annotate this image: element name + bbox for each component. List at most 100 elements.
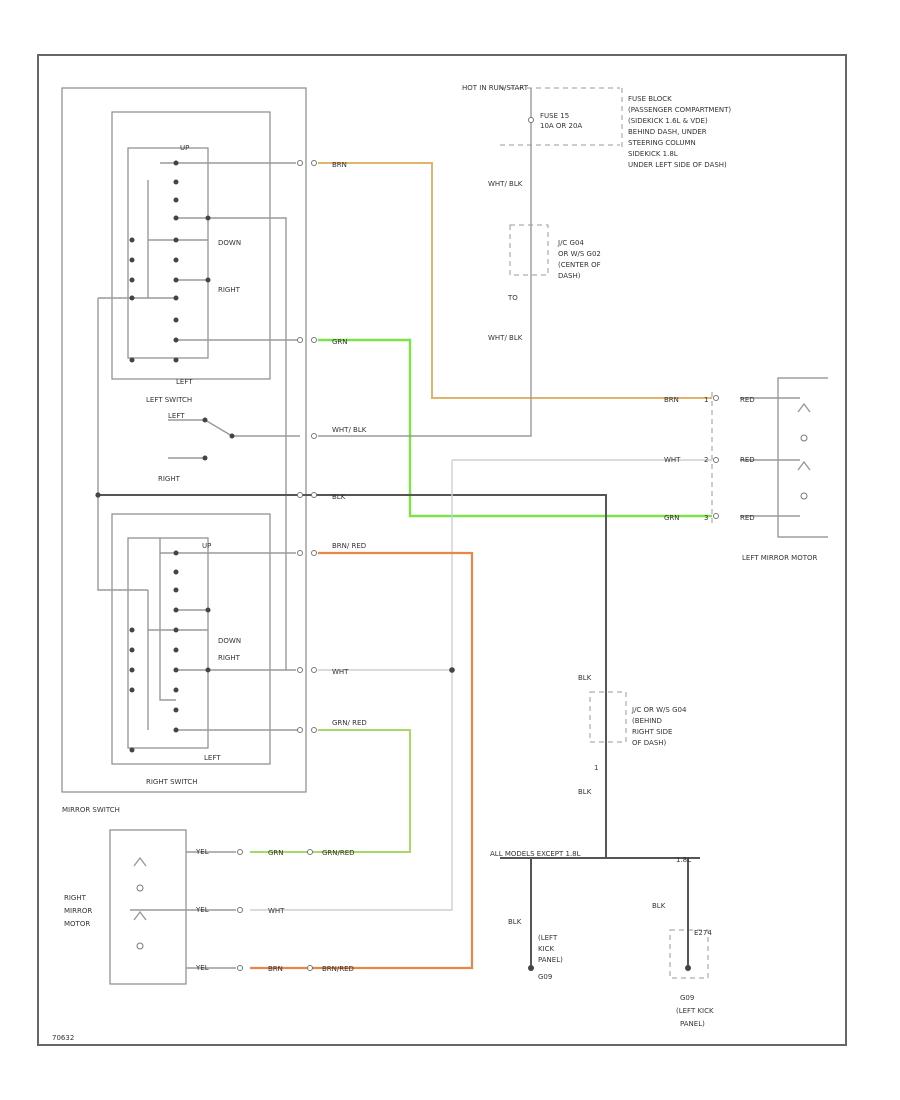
label-right-sel: RIGHT bbox=[158, 475, 181, 483]
label-red-2: RED bbox=[740, 456, 755, 464]
label-yel-1: YEL bbox=[195, 848, 209, 856]
right-switch-contacts bbox=[129, 538, 300, 753]
right-mirror-motor-box bbox=[109, 829, 187, 985]
label-footer: 70632 bbox=[52, 1034, 74, 1042]
mirror-switch-box bbox=[61, 87, 307, 793]
label-jc-mid-4: OF DASH) bbox=[632, 739, 667, 747]
splice-wht bbox=[449, 667, 455, 673]
label-e274: E274 bbox=[694, 929, 712, 937]
label-jc-top-2: OR W/S G02 bbox=[558, 250, 601, 258]
label-fuse-rating: 10A OR 20A bbox=[540, 122, 582, 130]
label-num-3: 3 bbox=[704, 514, 708, 522]
label-fuse-block-2: (PASSENGER COMPARTMENT) bbox=[628, 106, 731, 114]
label-wht-blk-switch: WHT/ BLK bbox=[332, 426, 367, 434]
label-ground-left-3: PANEL) bbox=[538, 956, 563, 964]
wire-wht bbox=[250, 459, 712, 911]
label-jc-mid-1: J/C OR W/S G04 bbox=[631, 706, 687, 714]
label-ground-left-1: (LEFT bbox=[538, 934, 558, 942]
label-jc-top-3: (CENTER OF bbox=[558, 261, 601, 269]
label-blk-left-ground: BLK bbox=[508, 918, 522, 926]
right-mirror-leads bbox=[130, 851, 236, 969]
label-up-1: UP bbox=[180, 144, 189, 152]
wire-wht-blk bbox=[318, 88, 532, 437]
label-right-mirror-motor-3: MOTOR bbox=[64, 920, 90, 928]
left-switch-box bbox=[111, 111, 271, 380]
label-right-mirror-motor-2: MIRROR bbox=[64, 907, 92, 915]
label-grn-red-wire: GRN/ RED bbox=[332, 719, 367, 727]
label-left-1: LEFT bbox=[176, 378, 193, 386]
label-brn-wire: BRN bbox=[332, 161, 347, 169]
label-grn-red-rm: GRN/RED bbox=[322, 849, 355, 857]
label-ground-right-1: G09 bbox=[680, 994, 694, 1002]
terminals bbox=[237, 117, 719, 971]
label-down-2: DOWN bbox=[218, 637, 241, 645]
label-num-1: 1 bbox=[704, 396, 708, 404]
jc-mid-connector bbox=[589, 691, 627, 743]
label-jc-top-1: J/C G04 bbox=[557, 239, 584, 247]
label-fuse-block-6: SIDEKICK 1.8L bbox=[628, 150, 678, 158]
label-wht-blk-lower: WHT/ BLK bbox=[488, 334, 523, 342]
label-jc-mid-3: RIGHT SIDE bbox=[632, 728, 672, 736]
label-ground-right-3: PANEL) bbox=[680, 1020, 705, 1028]
label-jc-top-4: DASH) bbox=[558, 272, 581, 280]
label-red-1: RED bbox=[740, 396, 755, 404]
splice-blk bbox=[95, 492, 101, 498]
label-blk-right-ground: BLK bbox=[652, 902, 666, 910]
right-mirror-motor-symbols bbox=[133, 856, 147, 950]
wire-brn bbox=[318, 162, 712, 399]
label-brn-red-rm: BRN/RED bbox=[322, 965, 354, 973]
left-mirror-motor-box bbox=[777, 377, 828, 538]
label-ground-left-2: KICK bbox=[538, 945, 555, 953]
label-up-2: UP bbox=[202, 542, 211, 550]
jc-top-connector bbox=[509, 224, 549, 276]
label-fuse-block-1: FUSE BLOCK bbox=[628, 95, 672, 103]
label-red-3: RED bbox=[740, 514, 755, 522]
selector-switch bbox=[168, 417, 300, 461]
label-num-1-jc: 1 bbox=[594, 764, 598, 772]
label-blk-jc-upper: BLK bbox=[578, 674, 592, 682]
left-switch-inner-box bbox=[127, 147, 209, 359]
label-mirror-switch: MIRROR SWITCH bbox=[62, 806, 120, 814]
label-yel-2: YEL bbox=[195, 906, 209, 914]
label-right-switch: RIGHT SWITCH bbox=[146, 778, 198, 786]
label-fuse-block-4: BEHIND DASH, UNDER bbox=[628, 128, 707, 136]
label-right-2: RIGHT bbox=[218, 654, 241, 662]
label-wht-left-mirror: WHT bbox=[664, 456, 681, 464]
label-yel-3: YEL bbox=[195, 964, 209, 972]
wire-blk bbox=[98, 494, 607, 858]
label-grn-wire: GRN bbox=[332, 338, 348, 346]
label-all-models: ALL MODELS EXCEPT 1.8L bbox=[490, 850, 581, 858]
label-fuse-block-7: UNDER LEFT SIDE OF DASH) bbox=[628, 161, 727, 169]
label-wht-blk-upper: WHT/ BLK bbox=[488, 180, 523, 188]
right-switch-inner-box bbox=[127, 537, 209, 749]
label-down-1: DOWN bbox=[218, 239, 241, 247]
label-to: TO bbox=[507, 294, 518, 302]
wire-grn-red bbox=[250, 729, 411, 853]
label-grn-left-mirror: GRN bbox=[664, 514, 680, 522]
left-switch-contacts bbox=[97, 160, 300, 670]
label-jc-mid-2: (BEHIND bbox=[632, 717, 662, 725]
left-mirror-leads bbox=[740, 397, 800, 517]
fuse-block-boundary bbox=[500, 87, 623, 150]
label-left-switch: LEFT SWITCH bbox=[146, 396, 192, 404]
label-wht-wire: WHT bbox=[332, 668, 349, 676]
right-switch-box bbox=[111, 513, 271, 765]
label-ground-left-4: G09 bbox=[538, 973, 552, 981]
label-left-2: LEFT bbox=[204, 754, 221, 762]
wire-brn-red bbox=[250, 551, 474, 970]
label-18l: 1.8L bbox=[676, 856, 691, 864]
label-ground-right-2: (LEFT KICK bbox=[676, 1007, 714, 1015]
label-right-1: RIGHT bbox=[218, 286, 241, 294]
label-num-2: 2 bbox=[704, 456, 708, 464]
label-brn-red-wire: BRN/ RED bbox=[332, 542, 366, 550]
label-hot: HOT IN RUN/START bbox=[462, 84, 529, 92]
left-mirror-motor-symbols bbox=[797, 402, 811, 500]
label-fuse: FUSE 15 bbox=[540, 112, 569, 120]
label-brn-rm: BRN bbox=[268, 965, 283, 973]
label-fuse-block-3: (SIDEKICK 1.6L & VDE) bbox=[628, 117, 708, 125]
label-fuse-block-5: STEERING COLUMN bbox=[628, 139, 696, 147]
label-brn-left-mirror: BRN bbox=[664, 396, 679, 404]
label-left-mirror-motor: LEFT MIRROR MOTOR bbox=[742, 554, 817, 562]
label-left-sel: LEFT bbox=[168, 412, 185, 420]
